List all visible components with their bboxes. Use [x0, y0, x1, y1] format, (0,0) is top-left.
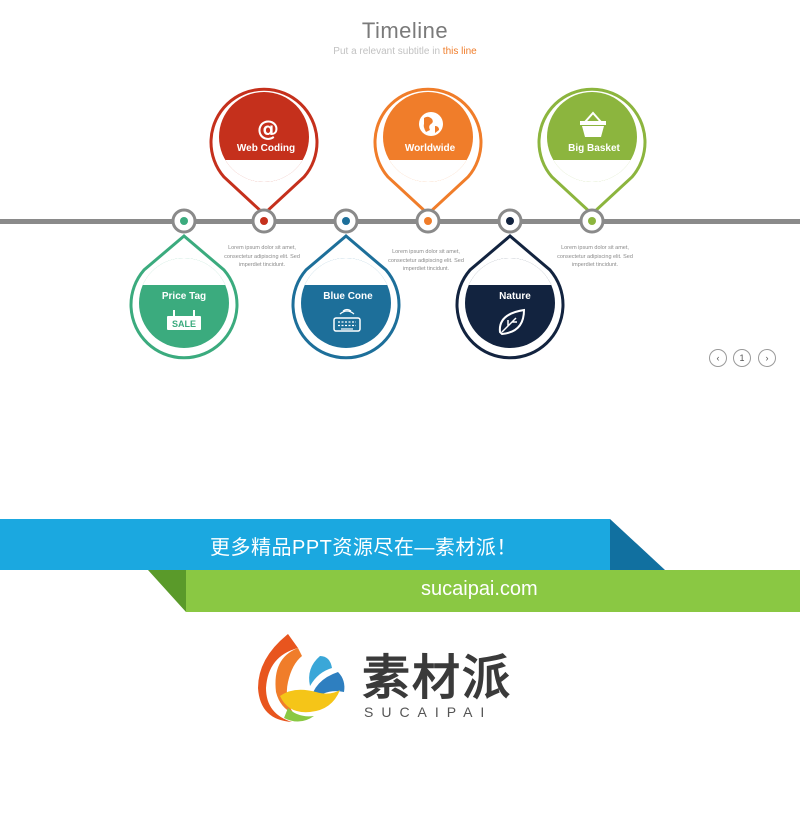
- timeline-node-5: [497, 208, 523, 234]
- pin-label-big-basket: Big Basket: [568, 143, 620, 154]
- pin-label-blue-cone: Blue Cone: [323, 291, 373, 302]
- globe-icon: [419, 112, 443, 136]
- timeline-node-6: [579, 208, 605, 234]
- pin-label-worldwide: Worldwide: [404, 143, 456, 154]
- timeline-note-1: Lorem ipsum dolor sit amet, consectetur …: [224, 245, 300, 269]
- sale-tag-icon: SALE: [167, 310, 201, 330]
- keyboard-icon: [333, 308, 361, 332]
- banner-blue-bar: [0, 519, 610, 570]
- leaf-icon: [498, 308, 526, 336]
- sale-tag-text: SALE: [172, 319, 196, 329]
- banner-graphic: [0, 519, 800, 612]
- pin-worldwide: [373, 87, 483, 217]
- subtitle-highlight: this line: [442, 46, 477, 57]
- banner-green-fold: [148, 570, 186, 612]
- page-subtitle: Put a relevant subtitle in this line: [0, 46, 800, 57]
- pin-nature: [455, 234, 565, 360]
- timeline-line: [0, 219, 800, 224]
- banner-blue-fold: [610, 519, 665, 570]
- timeline-node-2: [251, 208, 277, 234]
- banner-green-bar: [186, 570, 800, 612]
- pagination-next-button[interactable]: ›: [758, 349, 776, 367]
- basket-icon: [580, 111, 606, 137]
- timeline-note-2: Lorem ipsum dolor sit amet, consectetur …: [388, 249, 464, 273]
- timeline-graphic: @ SALE: [0, 87, 800, 360]
- timeline-node-3: [333, 208, 359, 234]
- pin-label-price-tag: Price Tag: [161, 291, 207, 302]
- banner-website-link[interactable]: sucaipai.com: [421, 578, 538, 600]
- subtitle-text: Put a relevant subtitle in: [333, 46, 443, 57]
- brand-latin-name: SUCAIPAI: [364, 704, 493, 720]
- page-title: Timeline: [361, 18, 449, 43]
- pin-price-tag: [129, 234, 239, 360]
- timeline-node-4: [415, 208, 441, 234]
- banner-promo-text: 更多精品PPT资源尽在—素材派！: [210, 537, 517, 559]
- pagination-page-button[interactable]: 1: [733, 349, 751, 367]
- at-sign-icon: @: [257, 117, 279, 142]
- brand-name: 素材派: [362, 652, 513, 705]
- pin-web-coding: [209, 87, 319, 217]
- timeline-node-1: [171, 208, 197, 234]
- brand-logo-icon: [258, 634, 345, 722]
- pin-blue-cone: [291, 234, 401, 360]
- pin-label-web-coding: Web Coding: [236, 143, 296, 154]
- timeline-note-3: Lorem ipsum dolor sit amet, consectetur …: [557, 245, 633, 269]
- pagination-prev-button[interactable]: ‹: [709, 349, 727, 367]
- pin-label-nature: Nature: [499, 291, 531, 302]
